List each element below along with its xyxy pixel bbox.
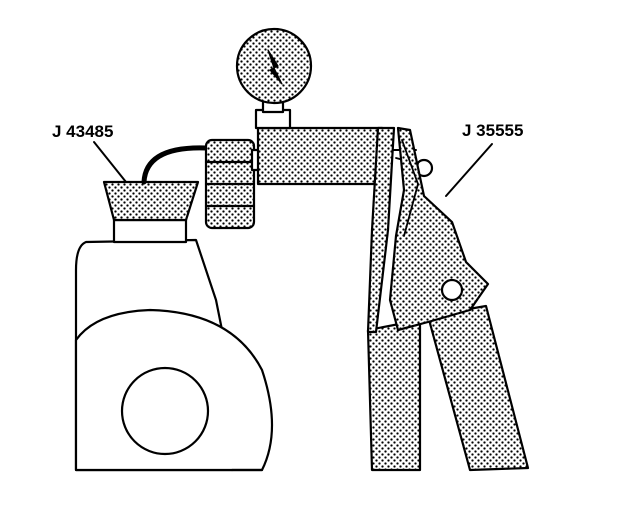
pivot-pin (440, 278, 464, 302)
pliers-handle (366, 126, 530, 472)
reservoir-adapter (102, 145, 209, 244)
leader-line-right (445, 143, 493, 197)
gauge-needle (267, 49, 283, 85)
leader-line-left (93, 141, 127, 183)
engine-housing (74, 238, 274, 472)
tool-label-j35555: J 35555 (462, 121, 524, 140)
tool-label-j43485: J 43485 (52, 122, 114, 141)
pressure-gauge (235, 27, 313, 130)
pulley-hub (120, 366, 210, 456)
filter-canister (204, 138, 262, 230)
